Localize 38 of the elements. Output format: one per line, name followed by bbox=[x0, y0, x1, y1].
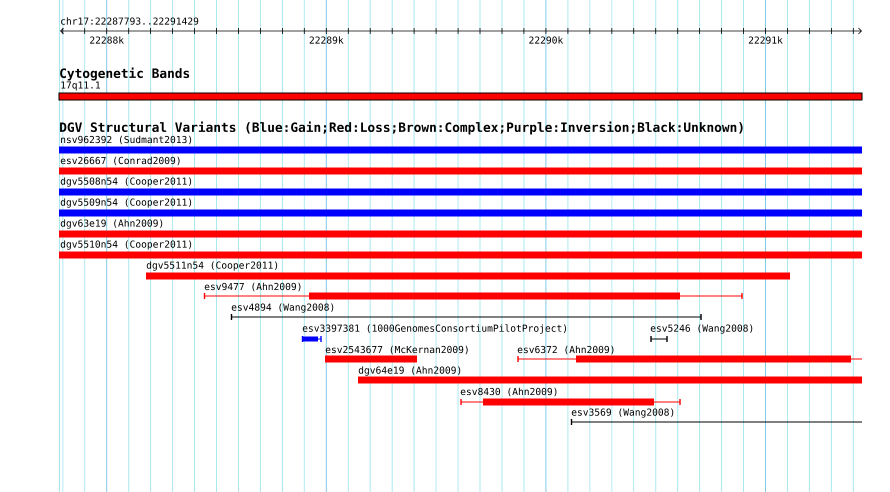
band-feature: 17q11.1 bbox=[58, 82, 863, 100]
node-label: dgv5509n54 (Cooper2011) bbox=[60, 198, 192, 208]
variant-feature: dgv5511n54 (Cooper2011) bbox=[146, 261, 790, 280]
node-label: esv9477 (Ahn2009) bbox=[204, 282, 300, 292]
node-label: esv8430 (Ahn2009) bbox=[460, 388, 556, 396]
node-label: esv2543677 (McKernan2009) bbox=[326, 346, 468, 354]
variant-feature: dgv5509n54 (Cooper2011) bbox=[59, 198, 862, 216]
node-label: 17q11.1 bbox=[61, 81, 100, 90]
node-label: dgv63e19 (Ahn2009) bbox=[60, 219, 162, 229]
node-label: esv26667 (Conrad2009) bbox=[60, 156, 180, 166]
variant-feature: esv8430 (Ahn2009) bbox=[460, 388, 681, 406]
track-heading: Cytogenetic Bands bbox=[60, 67, 190, 81]
variant-feature: esv5246 (Wang2008) bbox=[650, 324, 752, 342]
tick-label: 22288k bbox=[90, 36, 124, 44]
variant-feature: dgv63e19 (Ahn2009) bbox=[59, 219, 862, 238]
node-label: esv6372 (Ahn2009) bbox=[518, 346, 614, 354]
variant-feature: esv26667 (Conrad2009) bbox=[59, 156, 862, 174]
variant-feature: esv3569 (Wang2008) bbox=[570, 408, 863, 425]
node-label: dgv5511n54 (Cooper2011) bbox=[146, 261, 278, 271]
node-label: esv3397381 (1000GenomesConsortiumPilotProject) bbox=[302, 324, 566, 334]
node-label: nsv962392 (Sudmant2013) bbox=[61, 136, 192, 144]
variant-feature: esv6372 (Ahn2009) bbox=[517, 346, 863, 362]
variant-feature: nsv962392 (Sudmant2013) bbox=[59, 136, 862, 154]
tick-label: 22289k bbox=[310, 36, 344, 44]
variant-feature: esv2543677 (McKernan2009) bbox=[325, 346, 468, 362]
variant-feature: dgv5508n54 (Cooper2011) bbox=[59, 177, 862, 196]
tick-label: 22291k bbox=[748, 36, 783, 44]
node-label: dgv5508n54 (Cooper2011) bbox=[60, 177, 192, 187]
coordinate-label: chr17:22287793..22291429 bbox=[61, 17, 198, 25]
variant-feature: esv9477 (Ahn2009) bbox=[204, 282, 743, 300]
variant-feature: dgv64e19 (Ahn2009) bbox=[358, 366, 862, 384]
variant-feature: esv3397381 (1000GenomesConsortiumPilotProject) bbox=[302, 324, 566, 342]
track-heading: DGV Structural Variants (Blue:Gain;Red:Loss;Brown:Complex;Purple:Inversion;Black:Unknown) bbox=[60, 121, 743, 135]
variant-feature: esv4894 (Wang2008) bbox=[230, 303, 702, 320]
tick-label: 22290k bbox=[529, 36, 564, 44]
variant-feature: dgv5510n54 (Cooper2011) bbox=[59, 240, 862, 258]
node-label: dgv5510n54 (Cooper2011) bbox=[60, 240, 192, 250]
node-label: dgv64e19 (Ahn2009) bbox=[358, 366, 460, 376]
